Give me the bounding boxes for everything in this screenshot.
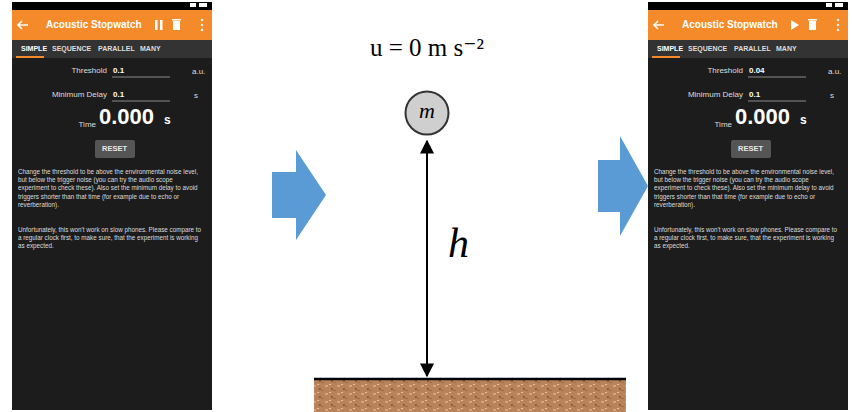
tab-label: SEQUENCE xyxy=(52,45,91,52)
time-label: Time xyxy=(79,120,96,129)
tab-label: SIMPLE xyxy=(657,45,683,52)
unit-label: s xyxy=(800,114,807,126)
app-header: Acoustic Stopwatch xyxy=(648,10,848,40)
tab-label: PARALLEL xyxy=(98,45,135,52)
field-label: Minimum Delay xyxy=(52,90,107,99)
tab-label: MANY xyxy=(140,45,161,52)
mass-circle: m xyxy=(404,90,450,136)
app-title: Acoustic Stopwatch xyxy=(46,19,142,30)
help-text: Change the threshold to be above the env… xyxy=(18,168,204,209)
reset-button: RESET xyxy=(95,140,135,158)
unit-label: s xyxy=(194,91,198,100)
height-arrow xyxy=(426,141,428,376)
field-label: Threshold xyxy=(71,66,107,75)
button-label: RESET xyxy=(102,145,127,153)
unit-label: s xyxy=(164,114,171,126)
help-text: Change the threshold to be above the env… xyxy=(654,168,840,209)
time-value: 0.000 xyxy=(99,106,154,128)
app-title: Acoustic Stopwatch xyxy=(682,19,778,30)
help-text: Unfortunately, this won't work on slow p… xyxy=(18,226,204,251)
height-label: h xyxy=(448,222,469,264)
tab-label: PARALLEL xyxy=(734,45,771,52)
time-label: Time xyxy=(715,120,732,129)
app-header: Acoustic Stopwatch xyxy=(12,10,212,40)
tab-label: SIMPLE xyxy=(21,45,47,52)
field-value: 0.04 xyxy=(749,66,765,75)
unit-label: a.u. xyxy=(192,67,205,76)
field-value: 0.1 xyxy=(749,90,760,99)
field-label: Minimum Delay xyxy=(688,90,743,99)
flow-arrow xyxy=(272,150,326,240)
tab-label: SEQUENCE xyxy=(688,45,727,52)
reset-button: RESET xyxy=(731,140,771,158)
button-label: RESET xyxy=(738,145,763,153)
field-value: 0.1 xyxy=(113,66,124,75)
mass-label: m xyxy=(419,99,435,123)
field-value: 0.1 xyxy=(113,90,124,99)
time-value: 0.000 xyxy=(735,106,790,128)
ground xyxy=(314,380,626,412)
initial-velocity-label: u = 0 m s⁻² xyxy=(370,34,484,62)
flow-arrow xyxy=(598,136,648,236)
ground-line xyxy=(314,378,626,381)
field-label: Threshold xyxy=(707,66,743,75)
unit-label: a.u. xyxy=(828,67,841,76)
unit-label: s xyxy=(830,91,834,100)
tab-label: MANY xyxy=(776,45,797,52)
phone-screen xyxy=(12,2,212,410)
help-text: Unfortunately, this won't work on slow p… xyxy=(654,226,840,251)
phone-screen xyxy=(648,2,848,410)
